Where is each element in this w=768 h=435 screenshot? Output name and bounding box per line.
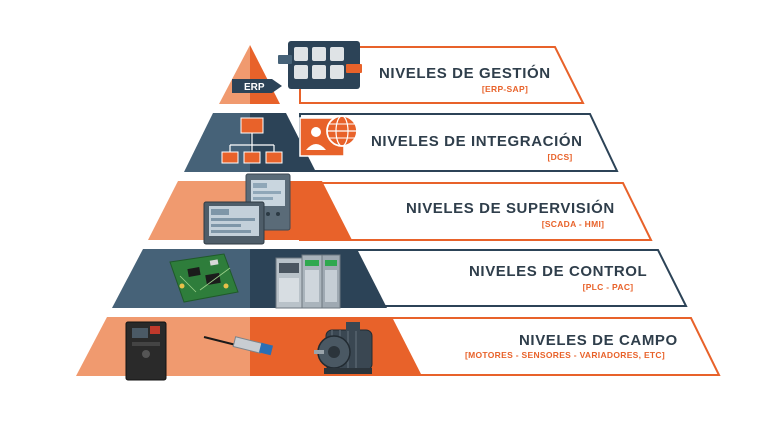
level-gestion: ERP NIVELES DE GESTIÓN [ERP-SAP]	[219, 41, 585, 104]
level-campo: NIVELES DE CAMPO [MOTORES - SENSORES - V…	[76, 317, 721, 381]
erp-cloud-apps-icon	[278, 41, 362, 89]
campo-subtitle: [MOTORES - SENSORES - VARIADORES, ETC]	[465, 350, 665, 360]
gestion-pyramid-slice-right	[250, 45, 280, 104]
control-title: NIVELES DE CONTROL	[469, 263, 647, 280]
level-supervision: NIVELES DE SUPERVISIÓN [SCADA - HMI]	[148, 173, 653, 245]
user-globe-monitor-icon	[299, 115, 358, 157]
plc-module-icon	[275, 254, 341, 309]
gestion-title: NIVELES DE GESTIÓN	[379, 64, 551, 82]
erp-badge: ERP	[232, 79, 282, 93]
supervision-title: NIVELES DE SUPERVISIÓN	[406, 199, 615, 217]
erp-badge-label: ERP	[244, 82, 265, 93]
circuit-board-icon	[169, 253, 239, 303]
sensor-icon	[203, 336, 274, 356]
integracion-pyramid-slice-left	[184, 113, 250, 172]
integracion-title: NIVELES DE INTEGRACIÓN	[371, 132, 583, 150]
integracion-subtitle: [DCS]	[547, 152, 572, 162]
supervision-subtitle: [SCADA - HMI]	[542, 219, 605, 229]
level-integracion: NIVELES DE INTEGRACIÓN [DCS]	[184, 113, 619, 172]
hmi-panel-icon	[203, 173, 291, 245]
network-hierarchy-icon	[221, 117, 283, 164]
electric-motor-icon	[314, 322, 373, 374]
campo-title: NIVELES DE CAMPO	[519, 332, 678, 349]
gestion-pyramid-slice-left	[219, 45, 250, 104]
variable-drive-icon	[125, 321, 167, 381]
level-control: NIVELES DE CONTROL [PLC - PAC]	[112, 249, 688, 309]
control-subtitle: [PLC - PAC]	[583, 282, 634, 292]
gestion-subtitle: [ERP-SAP]	[482, 84, 528, 94]
